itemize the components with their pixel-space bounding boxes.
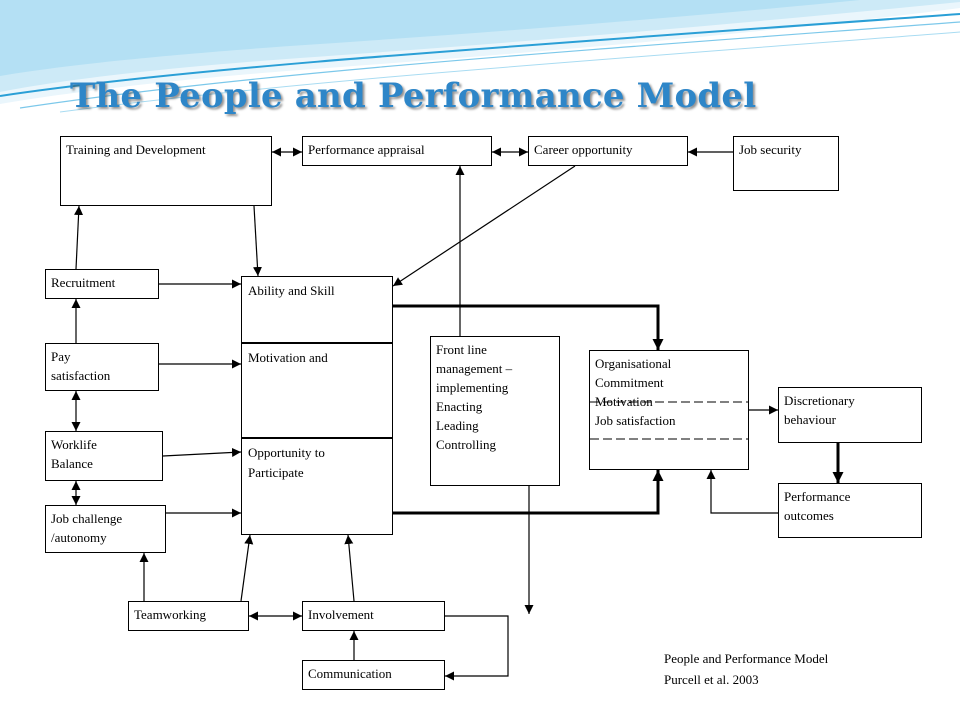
job-challenge-line-1: Job challenge [51, 511, 123, 526]
job-security-label: Job security [739, 142, 802, 157]
source-caption: People and Performance Model Purcell et … [664, 648, 828, 690]
pay-label-line-2: satisfaction [51, 368, 111, 383]
org-line-4: Job satisfaction [595, 413, 676, 428]
career-label: Career opportunity [534, 142, 633, 157]
job-challenge-line-2: /autonomy [51, 530, 107, 545]
recruitment-box: Recruitment [45, 269, 159, 299]
ability-segment: Ability and Skill [242, 277, 392, 344]
org-line-1: Organisational [595, 356, 672, 371]
pay-label-line-1: Pay [51, 349, 71, 364]
caption-line-2: Purcell et al. 2003 [664, 672, 759, 687]
front-line-line-2: management – [436, 361, 513, 376]
teamworking-label: Teamworking [134, 607, 207, 622]
performance-appraisal-box: Performance appraisal [302, 136, 492, 166]
career-opportunity-box: Career opportunity [528, 136, 688, 166]
motivation-segment: Motivation and [242, 344, 392, 439]
training-label: Training and Development [66, 142, 206, 157]
involvement-label: Involvement [308, 607, 374, 622]
job-challenge-box: Job challenge /autonomy [45, 505, 166, 553]
worklife-balance-box: Worklife Balance [45, 431, 163, 481]
opportunity-line-2: Participate [248, 465, 304, 480]
appraisal-label: Performance appraisal [308, 142, 425, 157]
front-line-management-box: Front line management – implementing Ena… [430, 336, 560, 486]
org-line-2: Commitment [595, 375, 664, 390]
discretionary-behaviour-box: Discretionary behaviour [778, 387, 922, 443]
teamworking-box: Teamworking [128, 601, 249, 631]
training-and-development-box: Training and Development [60, 136, 272, 206]
recruitment-label: Recruitment [51, 275, 116, 290]
front-line-line-6: Controlling [436, 437, 496, 452]
front-line-line-5: Leading [436, 418, 479, 433]
discretionary-line-2: behaviour [784, 412, 836, 427]
job-security-box: Job security [733, 136, 839, 191]
front-line-line-3: implementing [436, 380, 509, 395]
discretionary-line-1: Discretionary [784, 393, 855, 408]
slide-title: The People and Performance Model [70, 76, 757, 116]
involvement-box: Involvement [302, 601, 445, 631]
pay-satisfaction-box: Pay satisfaction [45, 343, 159, 391]
worklife-label-line-1: Worklife [51, 437, 97, 452]
communication-label: Communication [308, 666, 392, 681]
motivation-label: Motivation and [248, 350, 328, 365]
worklife-label-line-2: Balance [51, 456, 93, 471]
opportunity-line-1: Opportunity to [248, 445, 325, 460]
performance-outcomes-box: Performance outcomes [778, 483, 922, 538]
opportunity-segment: Opportunity to Participate [242, 439, 392, 534]
ability-label: Ability and Skill [248, 283, 335, 298]
caption-line-1: People and Performance Model [664, 651, 829, 666]
front-line-line-4: Enacting [436, 399, 483, 414]
org-line-3: Motivation [595, 394, 653, 409]
outcomes-line-1: Performance [784, 489, 851, 504]
organisational-commitment-box: Organisational Commitment Motivation Job… [589, 350, 749, 470]
front-line-line-1: Front line [436, 342, 487, 357]
outcomes-line-2: outcomes [784, 508, 834, 523]
ability-motivation-opportunity-box: Ability and Skill Motivation and Opportu… [241, 276, 393, 535]
communication-box: Communication [302, 660, 445, 690]
